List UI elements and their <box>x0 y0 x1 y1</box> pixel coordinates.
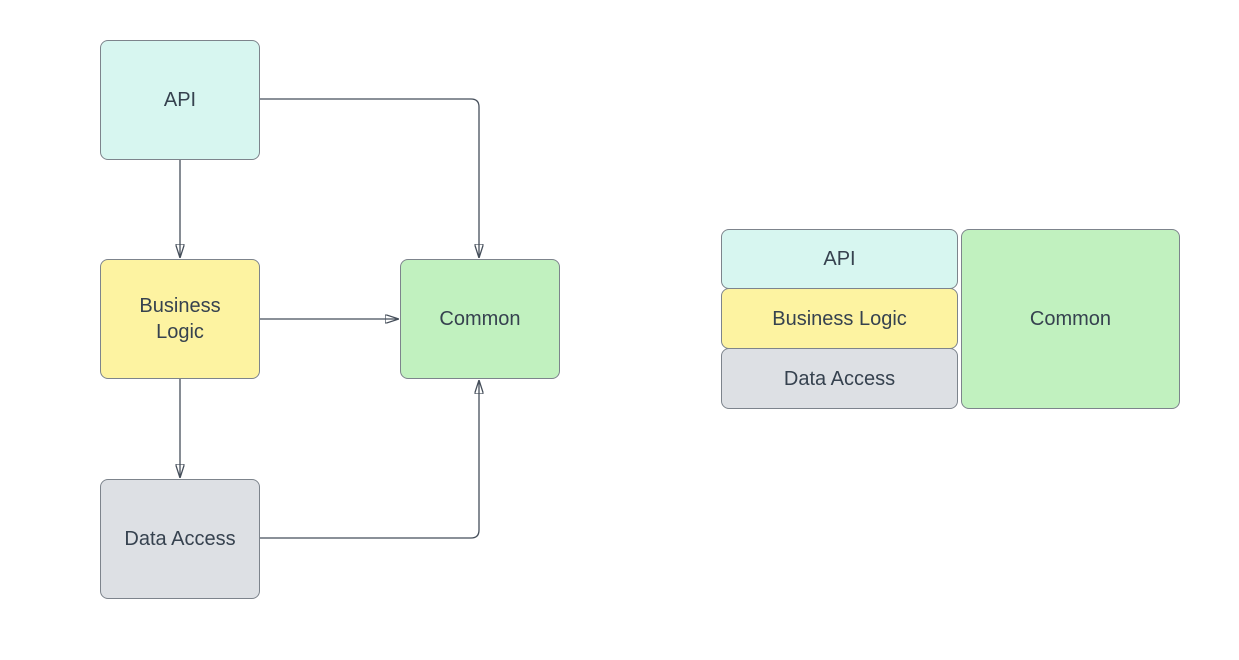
flow-node-business-logic: Business Logic <box>100 259 260 379</box>
flow-node-business-logic-label: Business Logic <box>139 295 221 343</box>
edge-api-to-common <box>260 98 479 257</box>
edge-data-access-to-common <box>260 381 479 539</box>
flow-node-api-label: API <box>163 89 197 111</box>
stack-layer-api: API <box>721 229 958 289</box>
stack-layer-api-label: API <box>823 248 856 270</box>
stack-layer-business-logic-label: Business Logic <box>772 307 907 330</box>
flow-node-api: API <box>100 40 260 160</box>
stack-side-common: Common <box>961 229 1180 409</box>
flow-node-common: Common <box>400 259 560 379</box>
flow-node-common-label: Common <box>439 308 521 330</box>
stack-layer-data-access-label: Data Access <box>783 367 896 390</box>
flow-node-data-access-label: Data Access <box>124 528 236 550</box>
flow-node-data-access: Data Access <box>100 479 260 599</box>
stack-layer-data-access: Data Access <box>721 348 958 409</box>
stack-side-common-label: Common <box>1029 308 1112 330</box>
stack-layer-business-logic: Business Logic <box>721 288 958 349</box>
